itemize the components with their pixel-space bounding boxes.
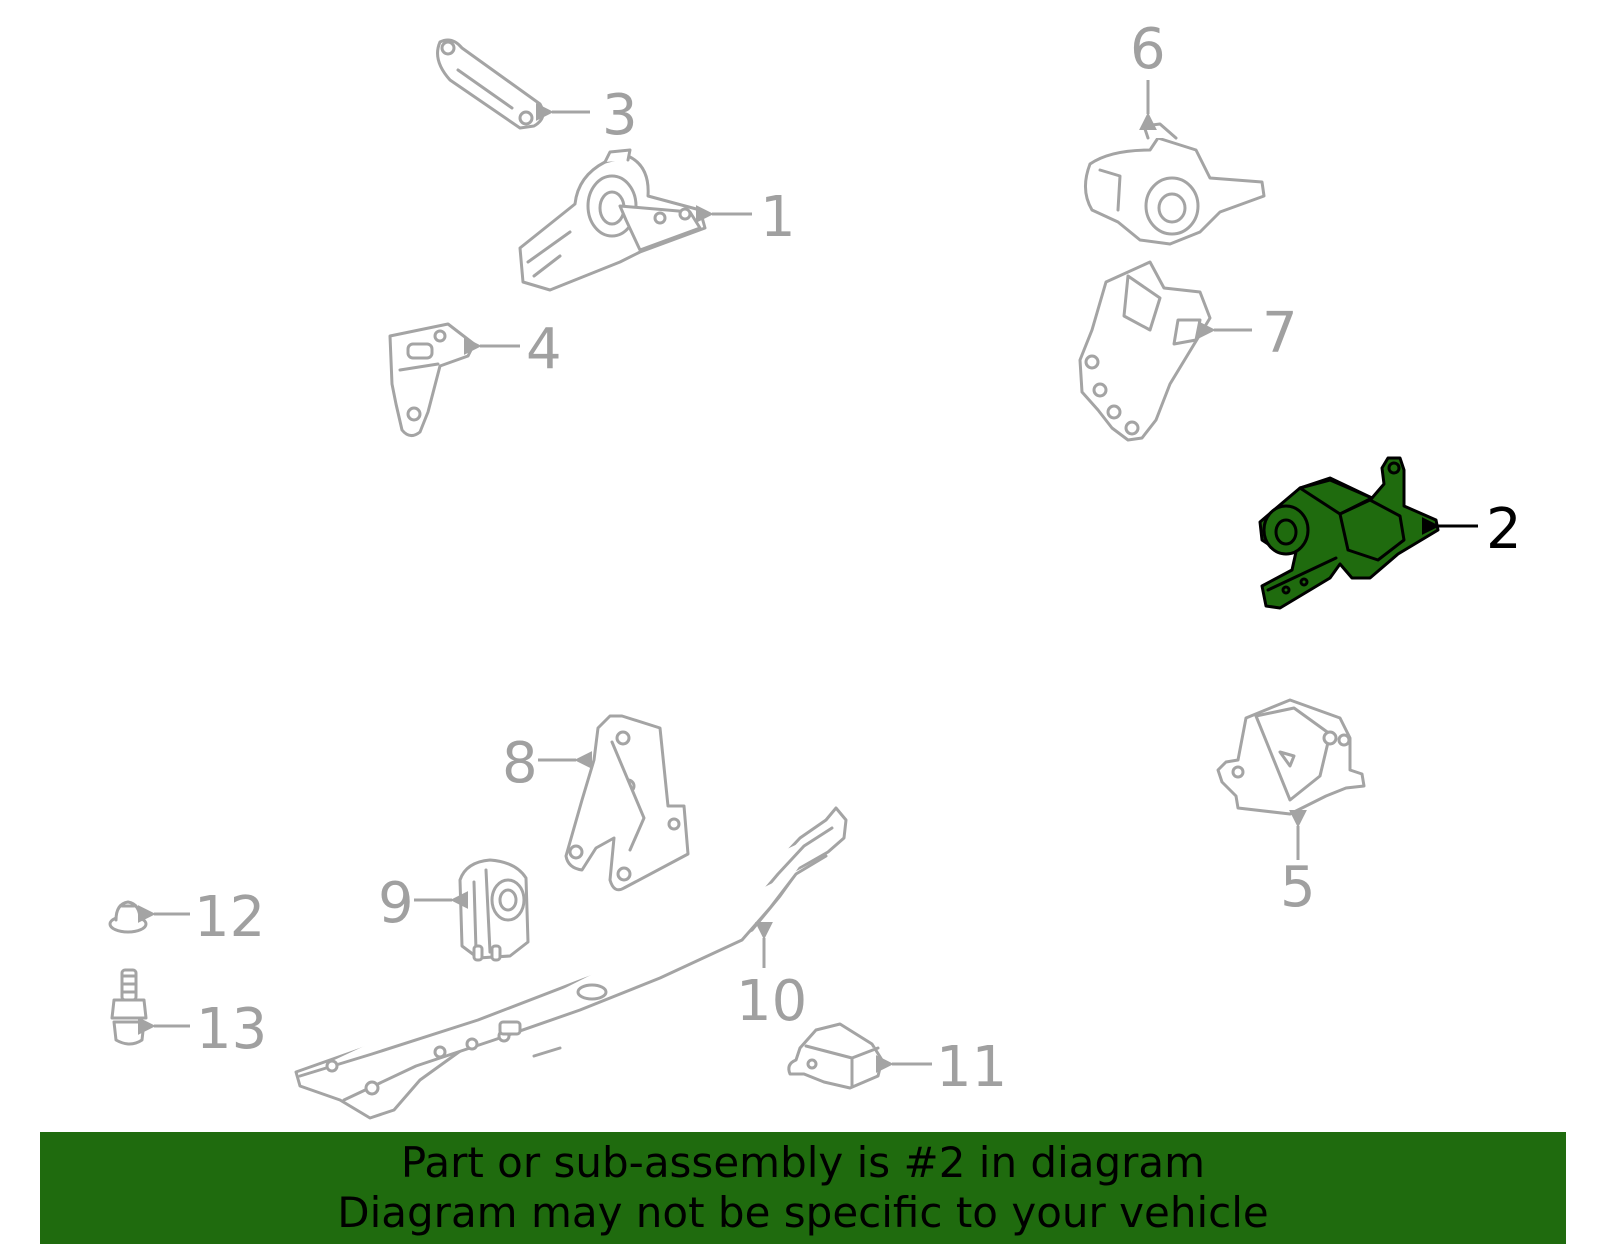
callout-6: 6 <box>1130 17 1166 82</box>
part-9-bushing[interactable] <box>458 858 530 962</box>
part-3-bracket[interactable] <box>436 38 545 130</box>
callout-2: 2 <box>1486 497 1522 562</box>
part-11-stopper[interactable] <box>787 1022 884 1090</box>
banner-line-1: Part or sub-assembly is #2 in diagram <box>400 1138 1206 1187</box>
callout-3: 3 <box>602 83 638 148</box>
callout-13: 13 <box>196 997 267 1062</box>
callout-9: 9 <box>378 871 414 936</box>
callout-10: 10 <box>736 969 807 1034</box>
callout-4: 4 <box>526 317 562 382</box>
part-12-clip[interactable] <box>108 900 148 934</box>
callout-12: 12 <box>194 885 265 950</box>
part-8-bracket[interactable] <box>564 714 690 892</box>
callout-5: 5 <box>1280 855 1316 920</box>
part-5-bracket[interactable] <box>1216 698 1366 816</box>
callout-7: 7 <box>1262 301 1298 366</box>
part-2-mount-highlighted[interactable] <box>1258 456 1440 610</box>
part-4-bracket[interactable] <box>388 322 476 437</box>
part-6-mount[interactable] <box>1084 122 1266 246</box>
callout-1: 1 <box>760 185 796 250</box>
part-1-engine-mount[interactable] <box>518 148 707 292</box>
part-13-bolt[interactable] <box>110 968 148 1046</box>
callout-11: 11 <box>936 1035 1007 1100</box>
banner-line-2: Diagram may not be specific to your vehi… <box>337 1188 1269 1237</box>
callout-8: 8 <box>502 731 538 796</box>
part-info-banner: Part or sub-assembly is #2 in diagram Di… <box>40 1132 1566 1244</box>
part-7-bracket[interactable] <box>1078 260 1212 442</box>
part-10-crossmember[interactable] <box>294 806 848 1120</box>
